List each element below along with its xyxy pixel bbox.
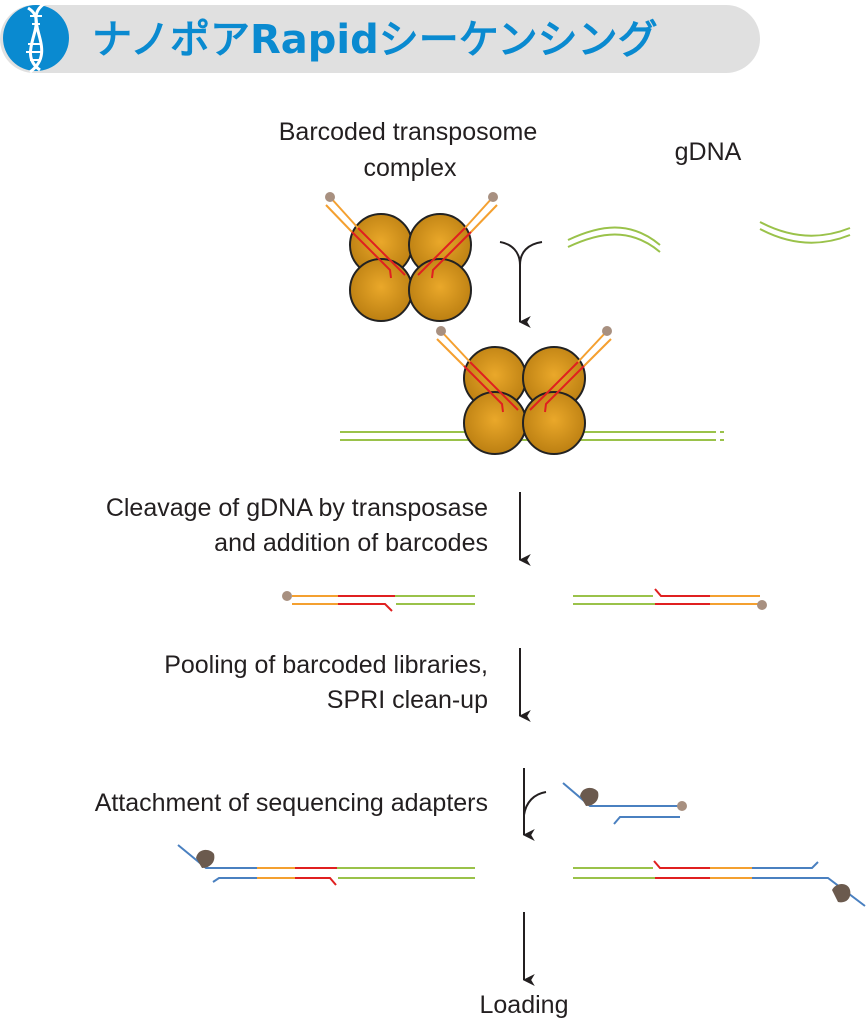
gdna-label: gDNA: [675, 138, 742, 166]
dna-helix-icon: [3, 2, 69, 74]
arrow-merge: [499, 241, 543, 328]
gdna-strand-1: [567, 226, 661, 253]
sequencing-adapter: [562, 782, 687, 825]
page-title: ナノポアRapidシーケンシング: [92, 17, 658, 63]
transposome-label-1: Barcoded transposome: [279, 118, 537, 146]
cleavage-label-1: Cleavage of gDNA by transposase: [106, 494, 488, 522]
bead: [325, 192, 335, 202]
barcoded-fragment-left: [282, 591, 475, 612]
bead: [436, 326, 446, 336]
adapted-fragment-right: [573, 860, 866, 907]
adapted-fragment-left: [177, 844, 475, 886]
bead: [488, 192, 498, 202]
barcoded-fragment-right: [573, 588, 767, 610]
title-banner: ナノポアRapidシーケンシング: [0, 2, 760, 74]
bead: [602, 326, 612, 336]
attachment-label: Attachment of sequencing adapters: [95, 789, 488, 817]
transposome-on-gdna: [340, 326, 724, 455]
transposome-label-2: complex: [363, 154, 457, 182]
pooling-label-2: SPRI clean-up: [327, 686, 488, 714]
cleavage-label-2: and addition of barcodes: [214, 529, 488, 557]
arrow-attach: [522, 768, 547, 841]
transposome-complex: [325, 192, 498, 322]
gdna-strand-2: [759, 221, 851, 244]
pooling-label-1: Pooling of barcoded libraries,: [164, 651, 488, 679]
loading-label: Loading: [480, 991, 569, 1019]
